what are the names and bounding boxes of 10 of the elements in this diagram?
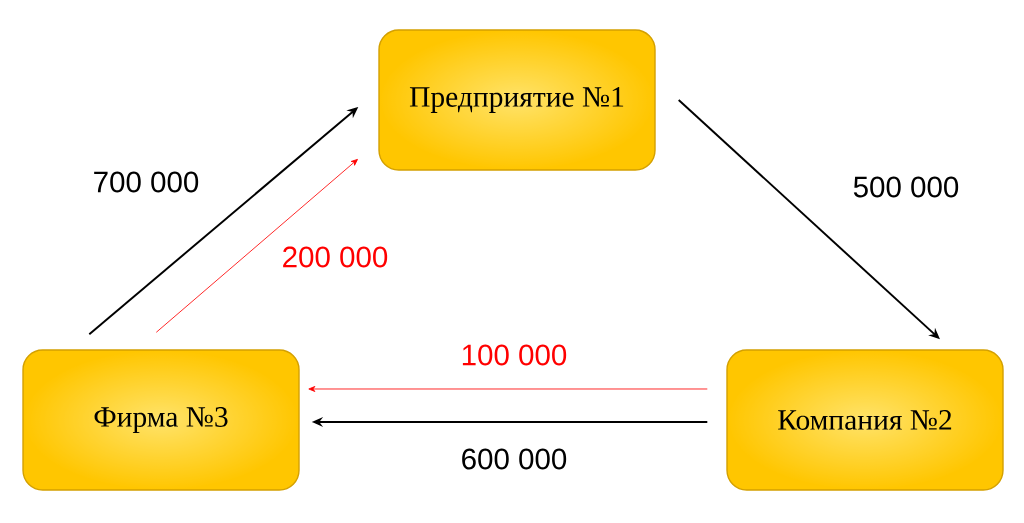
edge-label: 100 000 — [459, 343, 569, 367]
process-box: Компания №2 — [726, 349, 1004, 491]
arrow — [155, 159, 358, 333]
edge-label: 700 000 — [91, 170, 201, 194]
process-box: Предприятие №1 — [378, 29, 656, 171]
edge-label: 500 000 — [851, 175, 961, 199]
edge-label: 600 000 — [459, 447, 569, 471]
process-box: Фирма №3 — [22, 349, 300, 491]
arrow — [308, 386, 708, 392]
edge-label: 200 000 — [280, 245, 390, 269]
